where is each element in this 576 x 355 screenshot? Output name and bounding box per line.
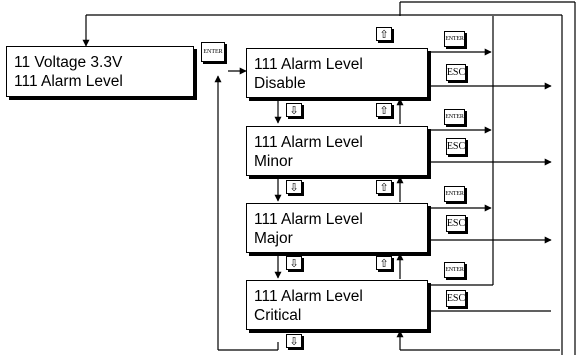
source-box: 11 Voltage 3.3V 111 Alarm Level xyxy=(6,46,194,97)
arrow-down-key-icon: ⇩ xyxy=(286,103,302,117)
arrow-up-key-icon: ⇧ xyxy=(376,103,392,117)
level-line-2: Disable xyxy=(254,75,306,92)
level-line-1: 111 Alarm Level xyxy=(254,56,363,73)
esc-key: ESC xyxy=(446,64,466,81)
level-line-1: 111 Alarm Level xyxy=(254,134,363,151)
arrow-down-key-icon: ⇩ xyxy=(286,334,302,348)
level-box-minor: 111 Alarm Level Minor xyxy=(246,126,428,176)
esc-key: ESC xyxy=(446,215,466,232)
level-box-critical: 111 Alarm Level Critical xyxy=(246,280,428,330)
source-line-1: 11 Voltage 3.3V xyxy=(14,54,123,71)
enter-key: ENTER xyxy=(444,186,465,202)
esc-key: ESC xyxy=(446,138,466,155)
arrow-down-key-icon: ⇩ xyxy=(286,180,302,194)
enter-key: ENTER xyxy=(444,262,465,278)
esc-key: ESC xyxy=(446,290,466,307)
level-box-major: 111 Alarm Level Major xyxy=(246,203,428,253)
level-line-2: Major xyxy=(254,230,293,247)
level-line-2: Critical xyxy=(254,307,302,324)
enter-key: ENTER xyxy=(444,31,465,47)
enter-key: ENTER xyxy=(444,109,465,125)
source-line-2: 111 Alarm Level xyxy=(14,73,123,90)
level-line-1: 111 Alarm Level xyxy=(254,211,363,228)
enter-key-main: ENTER xyxy=(201,42,225,62)
arrow-up-key-icon: ⇧ xyxy=(376,27,392,41)
arrow-up-key-icon: ⇧ xyxy=(376,256,392,270)
level-line-2: Minor xyxy=(254,153,293,170)
arrow-up-key-icon: ⇧ xyxy=(376,180,392,194)
level-line-1: 111 Alarm Level xyxy=(254,288,363,305)
level-box-disable: 111 Alarm Level Disable xyxy=(246,48,428,98)
arrow-down-key-icon: ⇩ xyxy=(286,256,302,270)
